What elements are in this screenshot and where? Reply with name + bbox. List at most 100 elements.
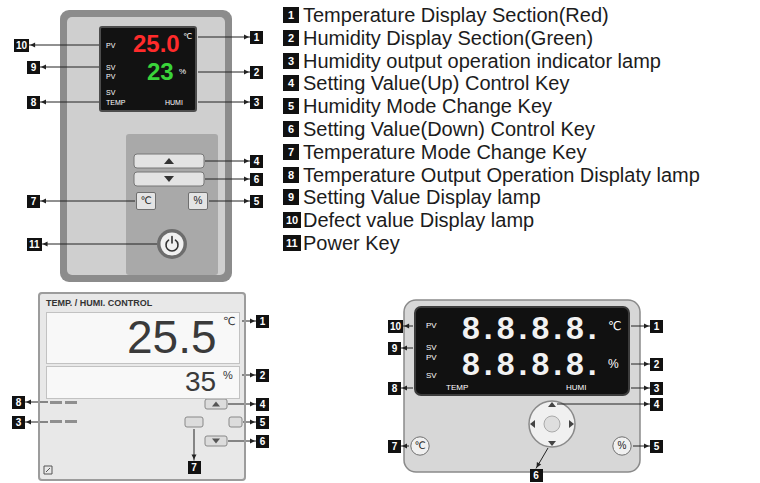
up-arrow [548,402,556,407]
leader-line [209,201,250,202]
lamp-label: SV [106,89,115,96]
pad-center [544,416,560,432]
case-face [67,17,225,275]
callout-number: 1 [650,320,663,333]
callout-number: 1 [250,31,263,44]
leader-arrowhead [250,373,255,378]
direction-pad [529,401,575,447]
leader-arrowhead [30,43,35,48]
callout-number: 10 [14,39,29,52]
leader-line [40,102,100,103]
lamp-label: HUMI [165,99,183,106]
leader-arrowhead [644,362,649,367]
callout-number: 2 [250,66,263,79]
power-key [161,233,184,256]
leader-arrowhead [41,199,46,204]
unit-mark: ℃ [183,33,192,41]
callout-number: 9 [388,342,401,355]
key-description: Setting Value Display lamp [303,186,541,208]
leader-arrowhead [250,319,255,324]
leader-arrowhead [244,199,249,204]
humidity-readout: 23 [147,60,174,84]
humidity-readout: 35 [185,368,216,396]
callout-number: 6 [256,435,269,448]
key-symbol: ℃ [140,196,151,206]
leader-arrowhead [402,346,407,351]
power-key-ring [157,229,187,259]
key-description: Temperature Output Operation Displaty la… [303,164,700,186]
leader-arrowhead [404,324,409,329]
leader-arrowhead [244,35,249,40]
key-description: Power Key [303,232,400,254]
key-number: 1 [283,7,299,23]
digit-readout: 8.8.8.8. [462,348,601,380]
key-number: 7 [283,144,299,160]
leader-arrowhead [250,420,255,425]
humidity-mode-key [229,417,242,427]
down-arrow [548,441,556,446]
temp-mode-key [185,417,203,427]
temperature-readout: 25.0 [133,32,180,56]
lcd-screen: PV8.8.8.8.℃SVPV8.8.8.8.%SVTEMPHUMI [414,306,630,396]
leader-line [198,102,250,103]
key-number: 2 [283,30,299,46]
callout-number: 8 [388,382,401,395]
leader-arrowhead [192,455,197,460]
controller-case [60,10,232,282]
unit-mark: ℃ [223,316,235,327]
lamp-label: PV [106,73,115,80]
faceplate-ground [38,292,246,481]
key-description: Setting Value(Up) Control Key [303,72,569,94]
controller-faceplate: TEMP. / HUMI. CONTROL 25.5 ℃ 35% [38,292,246,481]
callout-number: 5 [650,440,663,453]
output-lamp [65,420,77,423]
callout-number: 6 [530,469,543,482]
callout-number: 3 [650,382,663,395]
leader-line [205,179,250,180]
unit-mark: % [223,370,233,381]
key-symbol: ℃ [414,441,425,451]
callout-number: 8 [27,96,40,109]
callout-number: 4 [250,155,263,168]
controller-body [404,300,640,472]
key-number: 5 [283,98,299,114]
leader-line [40,67,100,68]
leader-line [536,448,548,469]
keypad-panel [126,134,218,275]
panel-heading: TEMP. / HUMI. CONTROL [46,299,152,308]
lamp-label: PV [426,322,437,330]
up-arrow [212,402,220,407]
callout-number: 4 [650,398,663,411]
lamp-label: SV [426,372,437,380]
lamp-label: TEMP [446,384,468,392]
key-description: Humidity Mode Change Key [303,95,552,117]
leader-line [557,404,650,405]
lamp-label: PV [106,42,115,49]
leader-line [198,72,250,73]
key-description: Humidity Display Section(Green) [303,27,593,49]
key-description: Temperature Display Section(Red) [303,4,609,26]
unit-mark: % [179,68,186,76]
callout-number: 6 [250,173,263,186]
temp-mode-key: ℃ [136,192,156,210]
key-description: Humidity output operation indicator lamp [303,50,661,72]
power-symbol [166,237,178,252]
round-key [411,437,429,455]
lamp-label: TEMP [106,99,125,106]
down-arrow [212,439,220,444]
callout-number: 11 [27,238,42,251]
lamp-label: SV [106,64,115,71]
leader-line [42,244,157,245]
callout-number: 7 [27,195,40,208]
right-arrow [569,420,574,428]
temperature-readout: 25.5 [127,314,217,360]
callout-number: 1 [256,315,269,328]
leader-arrowhead [43,242,48,247]
unit-mark: % [608,358,619,370]
leader-line [205,161,250,162]
leader-arrowhead [26,420,31,425]
callout-number: 7 [188,461,201,474]
key-description: Temperature Mode Change Key [303,141,587,163]
temperature-window: 25.5 ℃ [46,312,240,364]
key-number: 10 [283,212,301,228]
